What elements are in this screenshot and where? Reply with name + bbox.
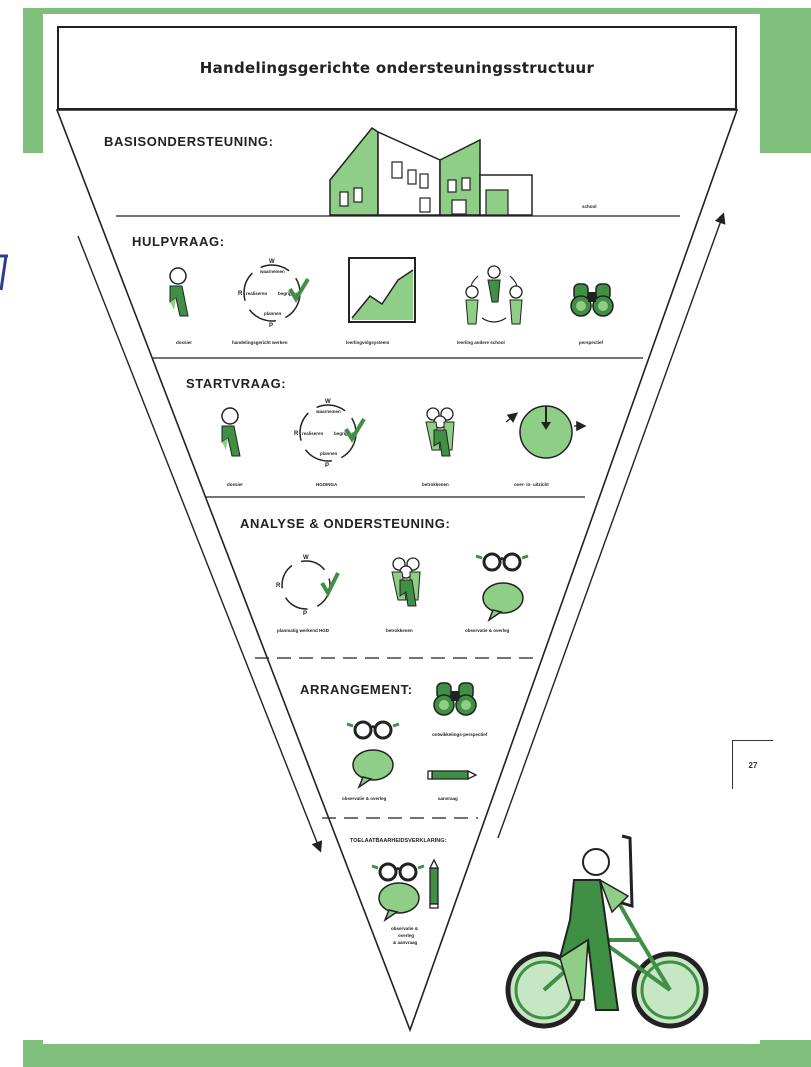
label-tlv-line-2: overleg <box>398 933 414 938</box>
cycle-letter-label: realiseren <box>246 291 268 296</box>
label-start-betrokkenen: betrokkenen <box>422 482 449 487</box>
label-analyse-planmatig: planmatig werkend HGD <box>277 628 330 633</box>
cycle-letter-label: begrijpen <box>334 431 355 436</box>
label-analyse-observatie: observatie & overleg <box>465 628 510 633</box>
cycle-letter-label: begrijpen <box>278 291 299 296</box>
cycle-letter-label: W <box>303 555 309 561</box>
planmatig-cycle-icon: W R P <box>276 555 340 617</box>
analyse-betrokkenen-icon <box>391 557 421 607</box>
arrangement-glasses-icon <box>345 720 401 740</box>
dossier-person-icon <box>169 267 189 317</box>
heading-analyse: ANALYSE & ONDERSTEUNING: <box>240 516 450 531</box>
cycle-letter-label: waarnemen <box>259 269 285 274</box>
label-hulp-hgw: handelingsgericht werken <box>232 340 288 345</box>
label-start-dossier: dossier <box>227 482 243 487</box>
cycle-letter-label: plannen <box>320 451 338 456</box>
cycle-letter-label: waarnemen <box>315 409 341 414</box>
heading-basisondersteuning: BASISONDERSTEUNING: <box>104 134 274 149</box>
funnel-outline <box>55 109 739 1033</box>
heading-startvraag: STARTVRAAG: <box>186 376 286 391</box>
heading-tlv: TOELAATBAARHEIDSVERKLARING: <box>350 838 447 844</box>
label-hulp-andere-school: leerling andere school <box>457 340 505 345</box>
page-number: 27 <box>732 740 773 789</box>
side-mark-icon <box>0 254 8 291</box>
betrokkenen-group-icon <box>425 407 455 457</box>
cyclist-illustration-icon <box>505 834 709 1029</box>
tlv-pencil-icon <box>428 858 440 909</box>
cycle-letter-label: plannen <box>264 311 282 316</box>
over-in-uitzicht-clock-icon <box>505 405 587 459</box>
label-start-uitzicht: over- in- uitzicht <box>514 482 549 487</box>
heading-hulpvraag: HULPVRAAG: <box>132 234 225 249</box>
label-arrangement-ontwikkeling: ontwikkelings-perspectief <box>432 732 488 737</box>
cycle-letter-label: W <box>269 259 275 265</box>
arrangement-binoculars-icon <box>433 682 477 716</box>
label-start-hgdinga: HGDINGA <box>316 482 338 487</box>
cycle-letter-label: P <box>269 323 273 329</box>
leerling-andere-school-icon <box>465 265 523 325</box>
page-title: Handelingsgerichte ondersteuningsstructu… <box>199 59 595 77</box>
analyse-glasses-icon <box>474 552 530 572</box>
cycle-letter-label: W <box>325 399 331 405</box>
tlv-glasses-icon <box>370 862 426 882</box>
cycle-letter-label: P <box>303 611 307 617</box>
label-analyse-betrokkenen: betrokkenen <box>386 628 413 633</box>
cycle-icon: W waarnemen R realiseren begrijpen plann… <box>238 259 310 329</box>
school-building-icon <box>329 126 533 216</box>
leerlingvolgsysteem-graph-icon <box>348 257 416 323</box>
cycle-letter-label: R <box>294 431 299 437</box>
cycle-letter-label: P <box>325 463 329 469</box>
cycle-letter-label: R <box>238 291 243 297</box>
bottom-band <box>23 1040 811 1067</box>
arrangement-bubble-icon <box>352 749 394 788</box>
label-hulp-perspectief: perspectief <box>579 340 604 345</box>
cycle-letter-label: R <box>276 583 281 589</box>
cycle-letter-label: realiseren <box>302 431 324 436</box>
start-cycle-icon: W waarnemen R realiseren begrijpen plann… <box>294 399 366 469</box>
label-hulp-lvs: leerlingvolgsysteem <box>346 340 389 345</box>
arrangement-pencil-icon <box>427 770 477 780</box>
label-tlv-line-1: observatie & <box>391 926 419 931</box>
tlv-bubble-icon <box>378 882 420 921</box>
label-arrangement-aanvraag: aanvraag <box>438 796 458 801</box>
right-arrow <box>497 212 726 839</box>
title-box: Handelingsgerichte ondersteuningsstructu… <box>57 26 737 110</box>
label-tlv-line-3: & aanvraag <box>393 940 418 945</box>
label-arrangement-observatie: observatie & overleg <box>342 796 387 801</box>
heading-arrangement: ARRANGEMENT: <box>300 682 413 697</box>
analyse-bubble-icon <box>482 582 524 621</box>
perspectief-binoculars-icon <box>570 283 614 317</box>
left-arrow <box>77 235 323 853</box>
start-dossier-person-icon <box>221 407 241 457</box>
label-school: school <box>582 204 597 209</box>
label-hulp-dossier: dossier <box>176 340 192 345</box>
